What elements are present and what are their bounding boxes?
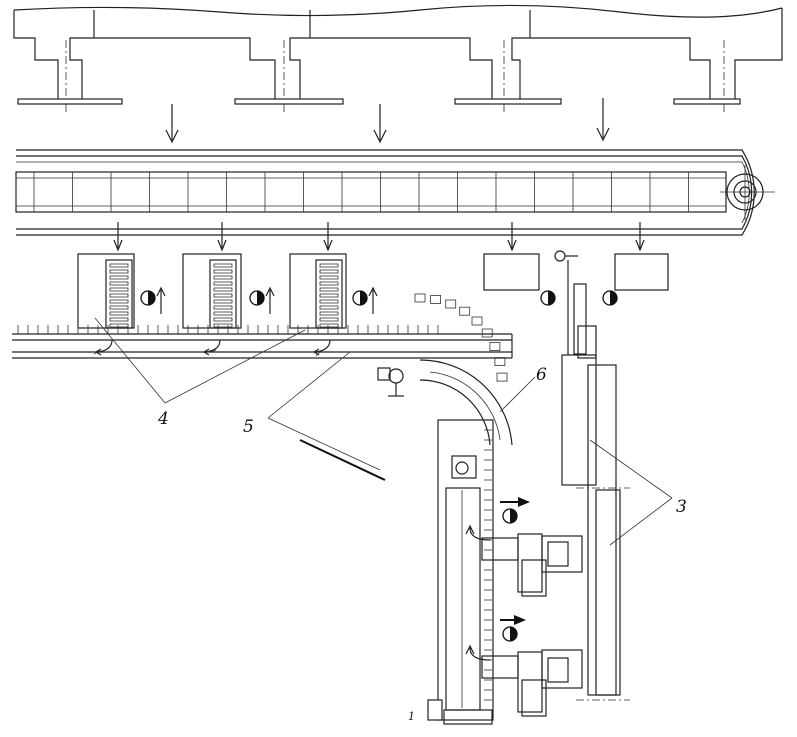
operator-icon [602, 290, 618, 306]
down-arrow-icon [113, 222, 645, 252]
operator-icon [502, 626, 518, 642]
callout-label-5: 5 [243, 417, 254, 437]
operator-icon [249, 286, 275, 314]
packing-stations [481, 533, 583, 717]
overhead-conveyor [15, 149, 775, 236]
callout-label-1: 1 [408, 710, 415, 723]
building-outline [13, 4, 783, 115]
machine-units [77, 253, 669, 329]
callout-label-4: 4 [157, 409, 169, 429]
callout-leaders [94, 317, 673, 546]
vertical-conveyor [427, 419, 494, 725]
operator-icon [540, 290, 556, 306]
operator-icon [502, 508, 518, 524]
down-arrow-icon [165, 98, 610, 144]
callout-label-6: 6 [536, 365, 547, 385]
right-arrow-icon [500, 497, 530, 625]
callout-label-3: 3 [676, 497, 687, 517]
horizontal-belt-conveyor [12, 325, 513, 359]
half-filled-circle-icon [140, 286, 618, 642]
vertical-lift [554, 250, 630, 701]
conveyor-turn [377, 293, 513, 446]
operator-icon [352, 286, 378, 314]
operator-icon [140, 286, 166, 314]
